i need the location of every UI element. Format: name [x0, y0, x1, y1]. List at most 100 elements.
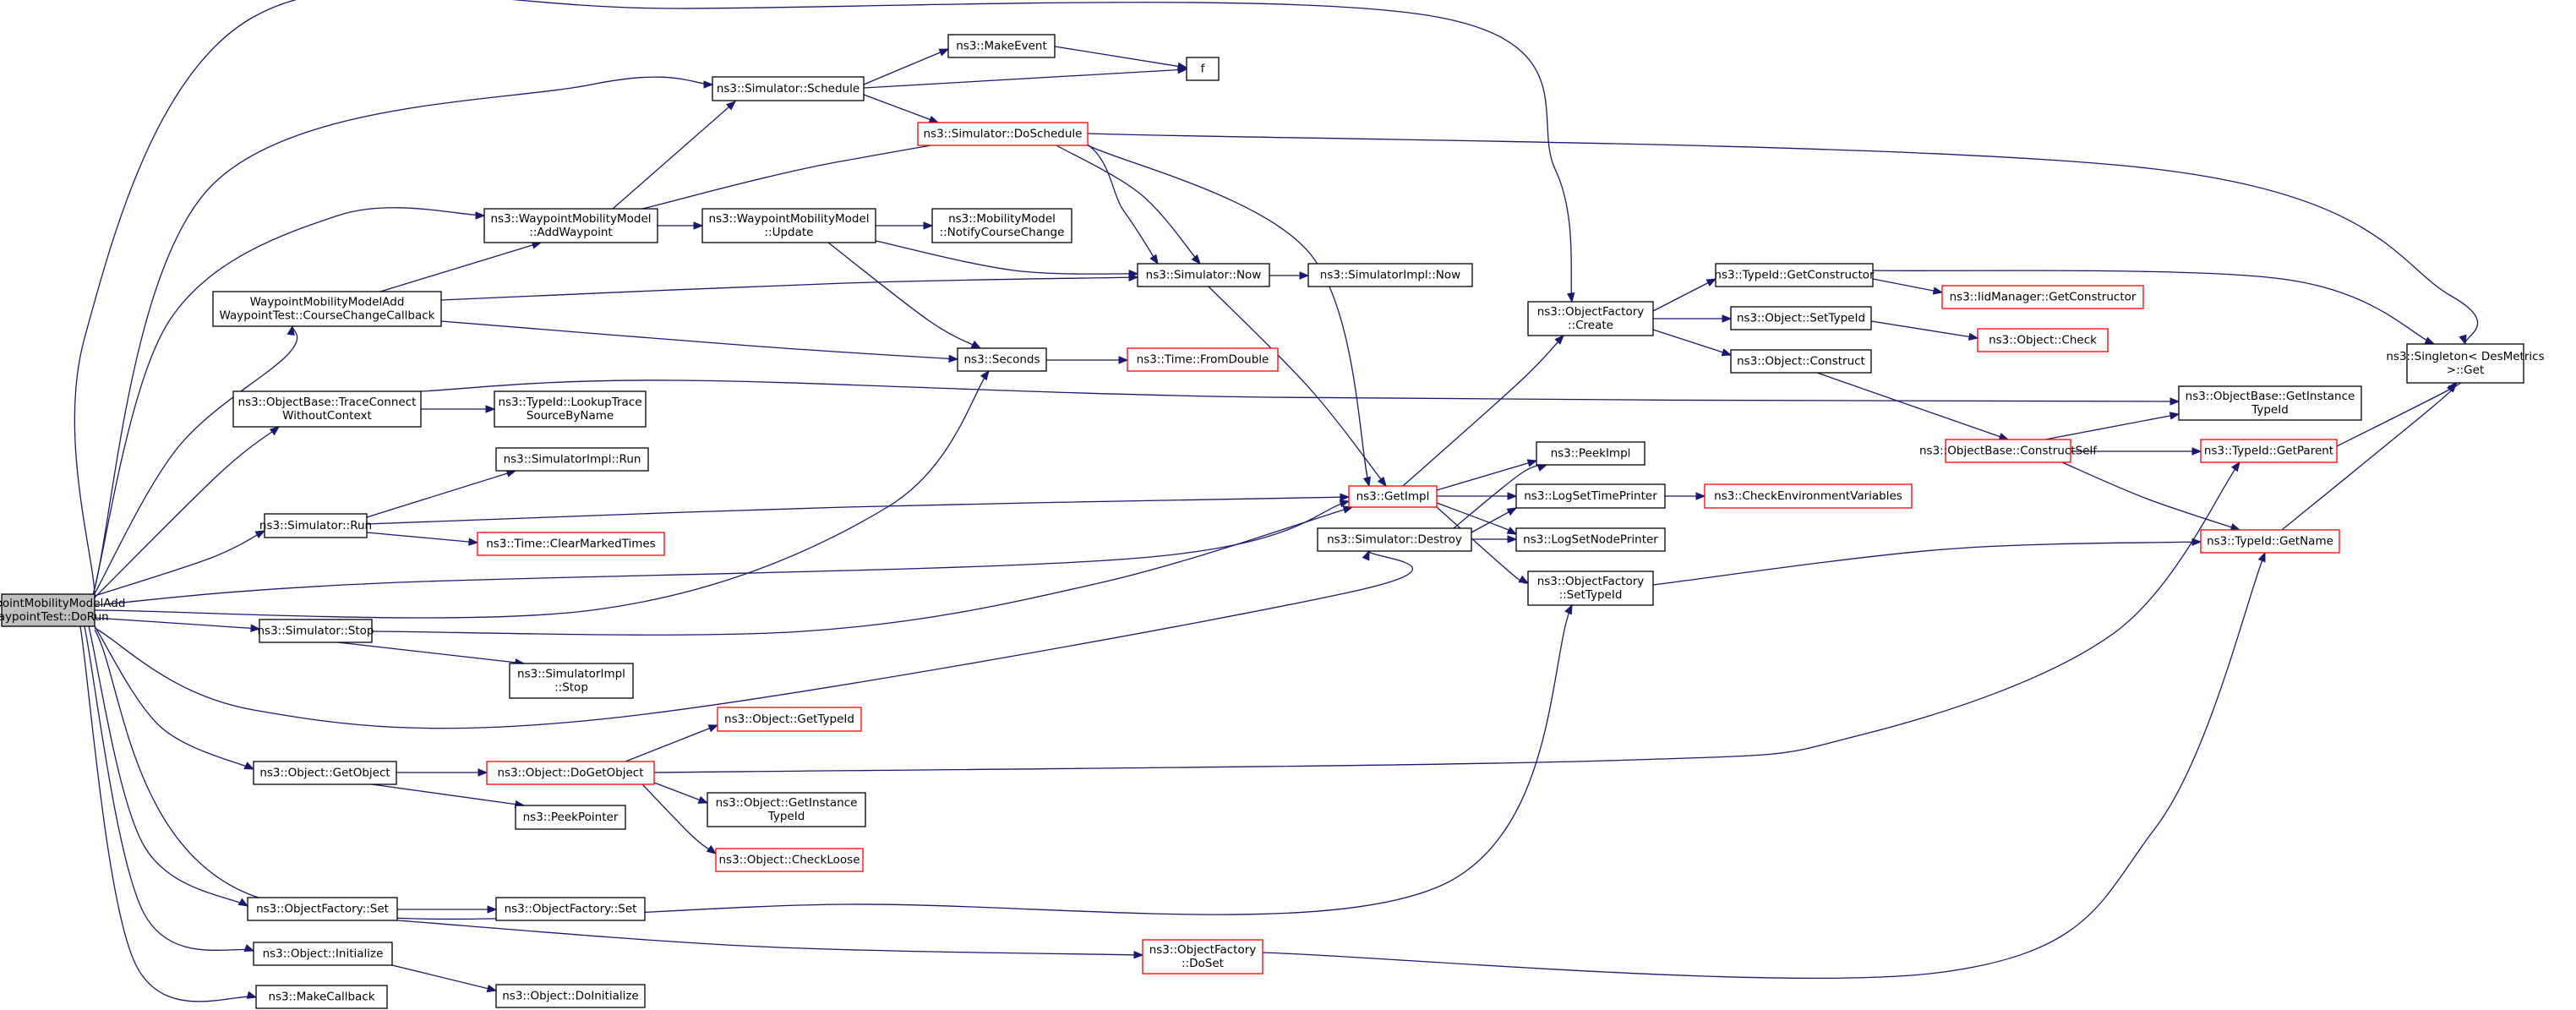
edge-line — [79, 625, 257, 1002]
node-sched[interactable]: ns3::Simulator::Schedule — [712, 76, 865, 101]
node-makeEvent[interactable]: ns3::MakeEvent — [947, 34, 1056, 58]
arrowhead-icon — [1339, 500, 1351, 508]
node-ofSetTypeId[interactable]: ns3::ObjectFactory::SetTypeId — [1527, 571, 1654, 606]
node-objInit[interactable]: ns3::Object::Initialize — [253, 942, 393, 966]
edge-doRun-to-traceConn — [94, 426, 281, 598]
edge-line — [440, 320, 958, 360]
edge-update-to-seconds — [827, 242, 982, 349]
node-ofDoSet[interactable]: ns3::ObjectFactory::DoSet — [1142, 939, 1263, 975]
arrowhead-icon — [1506, 527, 1518, 535]
node-ccb[interactable]: WaypointMobilityModelAddWaypointTest::Co… — [212, 291, 442, 327]
edge-ccb-to-now — [440, 273, 1139, 301]
node-label: ns3::SimulatorImpl::Now — [1320, 269, 1460, 282]
node-ofSet[interactable]: ns3::ObjectFactory::Set — [247, 897, 398, 921]
edge-doSched-to-getImpl — [1087, 145, 1371, 488]
edge-line — [1087, 133, 2479, 345]
node-doGetObject[interactable]: ns3::Object::DoGetObject — [486, 761, 655, 785]
node-singleton[interactable]: ns3::Singleton< DesMetrics>::Get — [2386, 343, 2545, 384]
edge-getName-to-singleton — [2281, 382, 2458, 531]
edge-line — [1054, 46, 1187, 68]
node-doSched[interactable]: ns3::Simulator::DoSchedule — [917, 122, 1089, 146]
node-box — [494, 390, 647, 428]
node-checkEnv[interactable]: ns3::CheckEnvironmentVariables — [1704, 483, 1913, 509]
edge-line — [94, 625, 254, 770]
edge-line — [1870, 320, 1978, 339]
arrowhead-icon — [1967, 332, 1979, 341]
node-getImpl[interactable]: ns3::GetImpl — [1348, 485, 1438, 508]
edge-constructSelf-to-getParent — [2071, 447, 2202, 456]
node-update[interactable]: ns3::WaypointMobilityModel::Update — [701, 208, 876, 243]
node-objDoInit[interactable]: ns3::Object::DoInitialize — [495, 984, 646, 1008]
node-traceConn[interactable]: ns3::ObjectBase::TraceConnectWithoutCont… — [232, 390, 422, 428]
node-label: ::SetTypeId — [1559, 588, 1623, 602]
node-logNode[interactable]: ns3::LogSetNodePrinter — [1515, 527, 1666, 552]
edge-line — [1652, 541, 2202, 586]
arrowhead-icon — [2448, 382, 2458, 392]
edge-doRun-to-addWp — [92, 207, 486, 596]
node-simRun[interactable]: ns3::Simulator::Run — [259, 513, 372, 538]
node-notify[interactable]: ns3::MobilityModel::NotifyCourseChange — [931, 208, 1072, 243]
node-label: ns3::Object::GetObject — [259, 767, 390, 780]
edge-getImpl-to-logTime — [1437, 492, 1518, 500]
node-ofSet2[interactable]: ns3::ObjectFactory::Set — [495, 897, 646, 921]
node-implStop[interactable]: ns3::SimulatorImpl::Stop — [509, 663, 634, 699]
arrowhead-icon — [2459, 334, 2467, 346]
node-ofCreate[interactable]: ns3::ObjectFactory::Create — [1527, 301, 1654, 336]
edge-ofCreate-to-getCtor — [1652, 278, 1717, 312]
node-getParent[interactable]: ns3::TypeId::GetParent — [2200, 439, 2338, 463]
edge-line — [1652, 278, 1716, 312]
node-constructSelf[interactable]: ns3::ObjectBase::ConstructSelf — [1919, 439, 2098, 463]
node-simStop[interactable]: ns3::Simulator::Stop — [258, 619, 374, 643]
node-peekImpl[interactable]: ns3::PeekImpl — [1536, 441, 1645, 466]
node-getTypeId[interactable]: ns3::Object::GetTypeId — [717, 707, 862, 732]
node-implRun[interactable]: ns3::SimulatorImpl::Run — [495, 447, 649, 472]
node-label: ns3::ObjectFactory::Set — [505, 903, 637, 916]
node-getCtor[interactable]: ns3::TypeId::GetConstructor — [1714, 263, 1875, 287]
node-label: SourceByName — [527, 409, 614, 423]
node-label: ns3::Simulator::Destroy — [1327, 533, 1462, 547]
node-seconds[interactable]: ns3::Seconds — [957, 347, 1047, 372]
node-box — [1307, 263, 1473, 287]
edge-line — [366, 470, 516, 518]
arrowhead-icon — [1932, 287, 1944, 295]
node-getName[interactable]: ns3::TypeId::GetName — [2200, 529, 2340, 554]
node-box — [264, 513, 368, 538]
node-f[interactable]: f — [1186, 57, 1220, 81]
node-simDestroy[interactable]: ns3::Simulator::Destroy — [1317, 527, 1472, 552]
node-now[interactable]: ns3::Simulator::Now — [1137, 263, 1270, 287]
edge-line — [641, 133, 1159, 265]
node-makeCb[interactable]: ns3::MakeCallback — [255, 985, 388, 1009]
arrowhead-icon — [1695, 492, 1706, 500]
node-logTime[interactable]: ns3::LogSetTimePrinter — [1515, 483, 1666, 509]
node-getObject[interactable]: ns3::Object::GetObject — [253, 761, 397, 785]
edge-simDestroy-to-logTime — [1471, 507, 1518, 533]
arrowhead-icon — [1340, 493, 1351, 501]
edge-ofSetTypeId-to-getName — [1652, 538, 2202, 586]
node-label: ns3::TypeId::LookupTrace — [498, 396, 641, 409]
edge-ccb-to-addWp — [379, 241, 543, 292]
node-box — [253, 942, 393, 966]
node-iidCtor[interactable]: ns3::IidManager::GetConstructor — [1941, 285, 2144, 309]
arrowhead-icon — [1176, 62, 1188, 71]
node-checkLoose[interactable]: ns3::Object::CheckLoose — [715, 848, 864, 872]
node-label: ns3::Object::Construct — [1737, 355, 1865, 369]
node-objConstruct[interactable]: ns3::Object::Construct — [1730, 349, 1872, 374]
arrowhead-icon — [1299, 271, 1310, 280]
node-implNow[interactable]: ns3::SimulatorImpl::Now — [1307, 263, 1473, 287]
node-objSetTypeId[interactable]: ns3::Object::SetTypeId — [1730, 306, 1872, 330]
edge-line — [863, 48, 949, 85]
node-clearMarked[interactable]: ns3::Time::ClearMarkedTimes — [477, 532, 665, 556]
arrowhead-icon — [1721, 348, 1733, 357]
edge-constructSelf-to-getName — [2061, 461, 2241, 532]
edge-line — [625, 724, 718, 762]
edge-getImpl-to-peekImpl — [1436, 459, 1538, 491]
arrowhead-icon — [693, 221, 704, 230]
node-fromDouble[interactable]: ns3::Time::FromDouble — [1127, 347, 1279, 372]
node-addWp[interactable]: ns3::WaypointMobilityModel::AddWaypoint — [483, 208, 658, 243]
node-objCheck[interactable]: ns3::Object::Check — [1977, 328, 2109, 352]
node-peekPointer[interactable]: ns3::PeekPointer — [515, 805, 626, 830]
edge-doRun-to-ccb — [92, 325, 298, 598]
